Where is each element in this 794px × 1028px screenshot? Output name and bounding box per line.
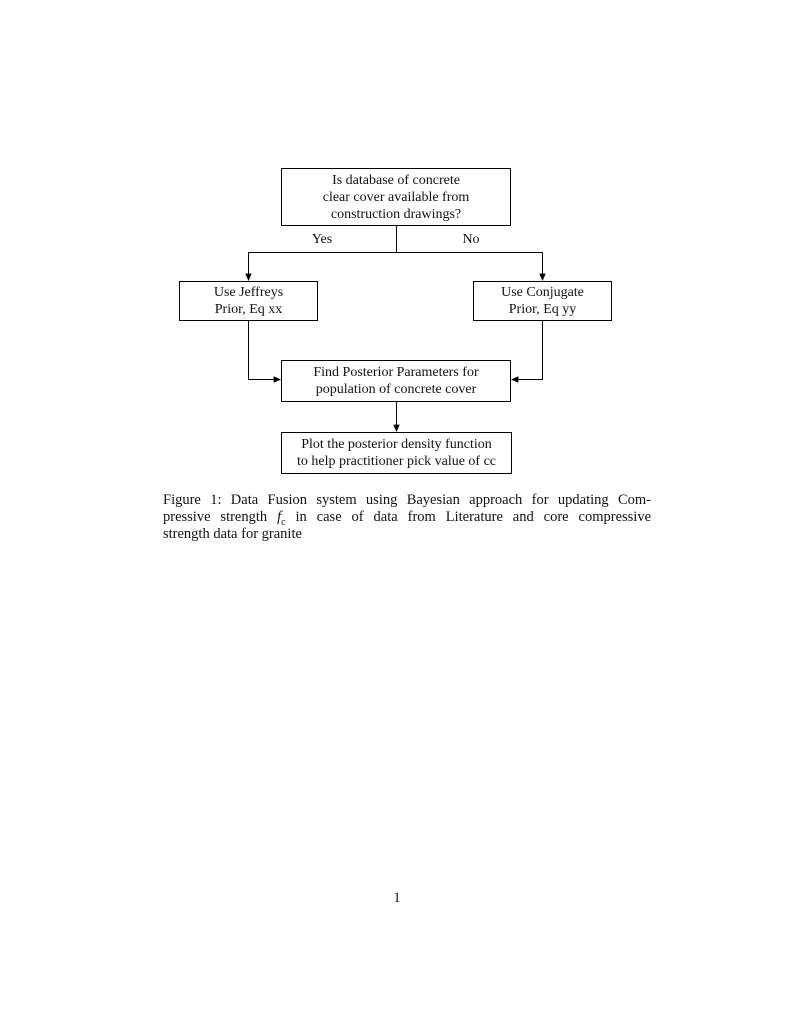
fc-subscript: c bbox=[281, 517, 286, 529]
edge-conjugate-posterior bbox=[517, 321, 543, 380]
node-jeffreys-prior: Use Jeffreys Prior, Eq xx bbox=[179, 281, 318, 321]
caption-line-2-after: in case of data from Literature and core… bbox=[285, 509, 651, 526]
node-decision-line: Is database of concrete bbox=[332, 172, 460, 188]
caption-line-1: Figure 1: Data Fusion system using Bayes… bbox=[163, 492, 651, 508]
arrowhead-posterior-plot bbox=[393, 424, 400, 432]
node-posterior-line: Find Posterior Parameters for bbox=[313, 365, 479, 380]
node-jeffreys-line: Prior, Eq xx bbox=[214, 302, 283, 317]
node-decision-line: construction drawings? bbox=[330, 206, 462, 222]
arrowhead-yes bbox=[245, 273, 252, 281]
node-posterior-params: Find Posterior Parameters for population… bbox=[281, 360, 511, 402]
node-plot-density: Plot the posterior density function to h… bbox=[281, 432, 512, 474]
caption-line-3: strength data for granite bbox=[163, 526, 302, 543]
page-number: 1 bbox=[393, 890, 401, 906]
edge-jeffreys-posterior bbox=[248, 321, 275, 380]
node-decision-line: clear cover available from bbox=[322, 189, 470, 205]
node-conjugate-line: Use Conjugate bbox=[501, 285, 584, 300]
node-conjugate-line: Prior, Eq yy bbox=[508, 302, 577, 317]
fc-symbol: f bbox=[277, 509, 282, 526]
node-posterior-line: population of concrete cover bbox=[315, 382, 477, 397]
caption-line-2: pressive strength fc in case of data fro… bbox=[163, 509, 651, 529]
arrowhead-no bbox=[539, 273, 546, 281]
caption-line-2-before: pressive strength bbox=[163, 509, 278, 526]
node-decision: Is database of concrete clear cover avai… bbox=[281, 168, 511, 226]
arrowhead-jeffreys-posterior bbox=[273, 376, 281, 383]
arrowhead-conjugate-posterior bbox=[511, 376, 519, 383]
node-plot-line: Plot the posterior density function bbox=[301, 437, 492, 452]
node-plot-line: to help practitioner pick value of cc bbox=[296, 454, 497, 469]
node-jeffreys-line: Use Jeffreys bbox=[213, 285, 284, 300]
edge-label-no: No bbox=[462, 232, 480, 247]
figure-caption: Figure 1: Data Fusion system using Bayes… bbox=[163, 492, 651, 544]
edge-label-yes: Yes bbox=[311, 232, 333, 247]
node-conjugate-prior: Use Conjugate Prior, Eq yy bbox=[473, 281, 612, 321]
